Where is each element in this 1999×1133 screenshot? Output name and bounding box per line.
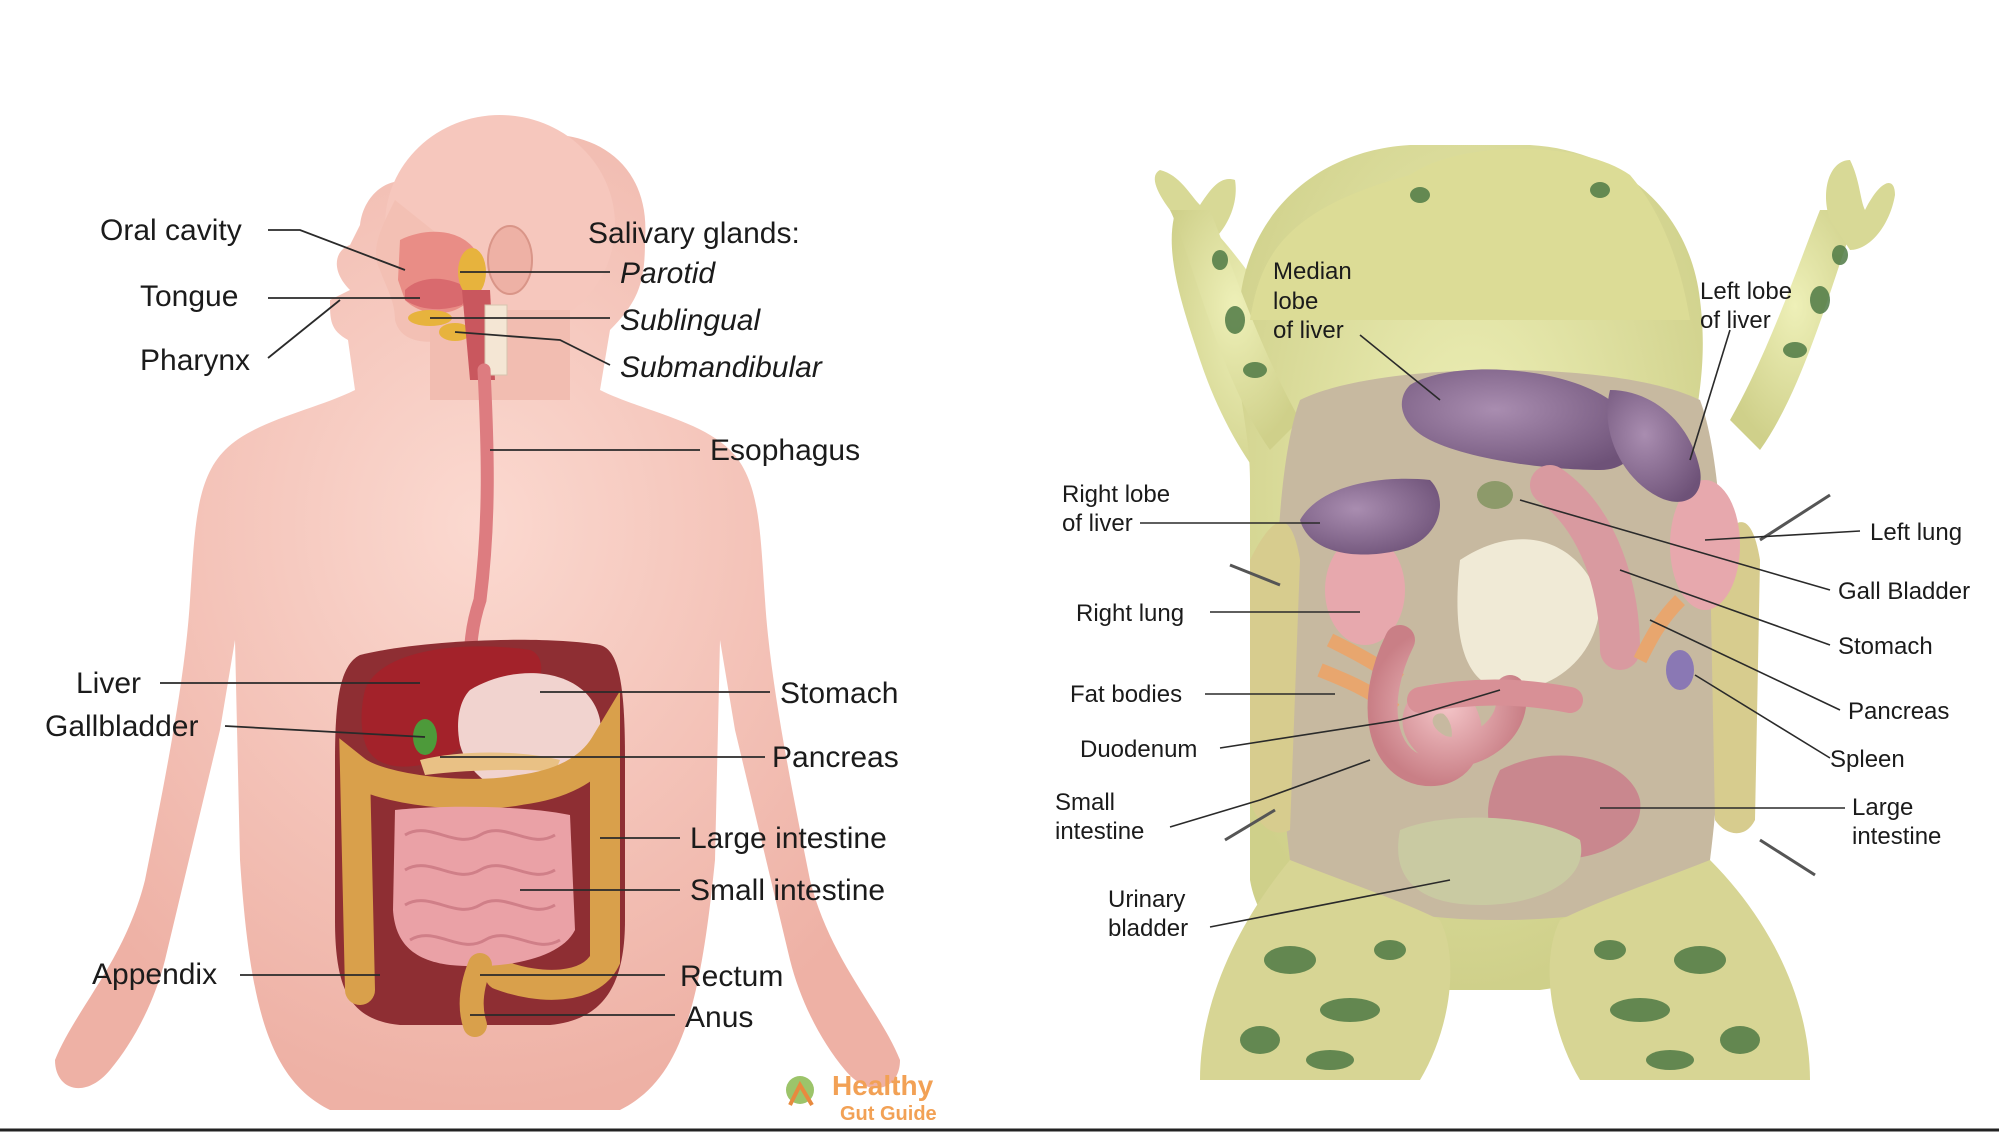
- label-esophagus: Esophagus: [710, 434, 860, 467]
- label-pancreas-frog: Pancreas: [1848, 698, 1949, 725]
- label-small-intestine-1: Small: [1055, 789, 1115, 816]
- label-duodenum: Duodenum: [1080, 736, 1197, 763]
- label-left-lobe-2: of liver: [1700, 307, 1771, 334]
- label-large-intestine: Large intestine: [690, 822, 887, 855]
- label-left-lung: Left lung: [1870, 519, 1962, 546]
- label-large-intestine-1: Large: [1852, 794, 1913, 821]
- label-pancreas: Pancreas: [772, 741, 899, 774]
- frog-gall-bladder: [1477, 481, 1513, 509]
- frog-left-lobe: [1607, 390, 1701, 502]
- label-rectum: Rectum: [680, 960, 783, 993]
- frog-median-lobe: [1401, 369, 1636, 470]
- frog-head: [1250, 148, 1690, 320]
- label-submandibular: Submandibular: [620, 351, 823, 384]
- large-intestine-shape: [339, 690, 620, 1005]
- pancreas-shape: [420, 752, 560, 775]
- rectum-shape: [459, 953, 492, 1037]
- frog-right-leg: [1200, 860, 1451, 1080]
- label-median-lobe-3: of liver: [1273, 317, 1344, 344]
- label-small-intestine-2: intestine: [1055, 818, 1144, 845]
- label-salivary-glands: Salivary glands:: [588, 217, 800, 250]
- frog-stomach: [1530, 465, 1640, 670]
- label-right-lung: Right lung: [1076, 600, 1184, 627]
- frog-dissection-illustration: Median lobe of liver Left lobe of liver …: [1055, 145, 1970, 1080]
- label-anus: Anus: [685, 1001, 753, 1034]
- healthy-gut-guide-logo: Healthy Gut Guide: [786, 1070, 937, 1125]
- frog-right-lung: [1325, 535, 1405, 645]
- frog-left-hand-2: [1826, 160, 1895, 250]
- frog-duodenum: [1407, 679, 1583, 713]
- frog-spleen: [1666, 650, 1694, 690]
- label-oral-cavity: Oral cavity: [100, 214, 242, 247]
- label-spleen: Spleen: [1830, 746, 1905, 773]
- frog-mesentery: [1457, 539, 1600, 690]
- label-appendix: Appendix: [92, 958, 217, 991]
- frog-leader-lines: [1140, 329, 1861, 928]
- small-intestine-loops: [404, 829, 561, 946]
- label-gall-bladder: Gall Bladder: [1838, 578, 1970, 605]
- label-tongue: Tongue: [140, 280, 238, 313]
- label-fat-bodies: Fat bodies: [1070, 681, 1182, 708]
- label-urinary-1: Urinary: [1108, 886, 1185, 913]
- human-leader-lines: [160, 229, 770, 1016]
- logo-line2: Gut Guide: [840, 1103, 937, 1125]
- label-gallbladder: Gallbladder: [45, 710, 198, 743]
- frog-right-lobe: [1300, 478, 1440, 555]
- label-median-lobe-1: Median: [1273, 258, 1352, 285]
- label-small-intestine: Small intestine: [690, 874, 885, 907]
- frog-spots: [1212, 182, 1848, 1070]
- label-urinary-2: bladder: [1108, 915, 1188, 942]
- label-liver: Liver: [76, 667, 141, 700]
- dissection-pins: [1224, 493, 1831, 877]
- label-sublingual: Sublingual: [620, 304, 761, 337]
- tongue-shape: [405, 278, 470, 310]
- frog-left-lung: [1670, 480, 1740, 610]
- frog-arm-left-upper: [1730, 210, 1860, 450]
- label-right-lobe-2: of liver: [1062, 510, 1133, 537]
- label-stomach: Stomach: [780, 677, 898, 710]
- label-pharynx: Pharynx: [140, 344, 250, 377]
- label-left-lobe-1: Left lobe: [1700, 278, 1792, 305]
- label-large-intestine-2: intestine: [1852, 823, 1941, 850]
- label-parotid: Parotid: [620, 257, 716, 290]
- human-digestive-illustration: Oral cavity Tongue Pharynx Salivary glan…: [45, 115, 937, 1125]
- human-ear: [487, 225, 533, 295]
- label-median-lobe-2: lobe: [1273, 288, 1318, 315]
- trachea: [484, 304, 508, 376]
- frog-left-leg: [1549, 860, 1810, 1080]
- label-right-lobe-1: Right lobe: [1062, 481, 1170, 508]
- logo-line1: Healthy: [832, 1070, 934, 1101]
- label-stomach-frog: Stomach: [1838, 633, 1933, 660]
- frog-skin-flap-left: [1250, 522, 1300, 833]
- frog-urinary-bladder: [1398, 817, 1582, 905]
- small-intestine-shape: [393, 806, 575, 967]
- leaf-icon: [786, 1076, 814, 1107]
